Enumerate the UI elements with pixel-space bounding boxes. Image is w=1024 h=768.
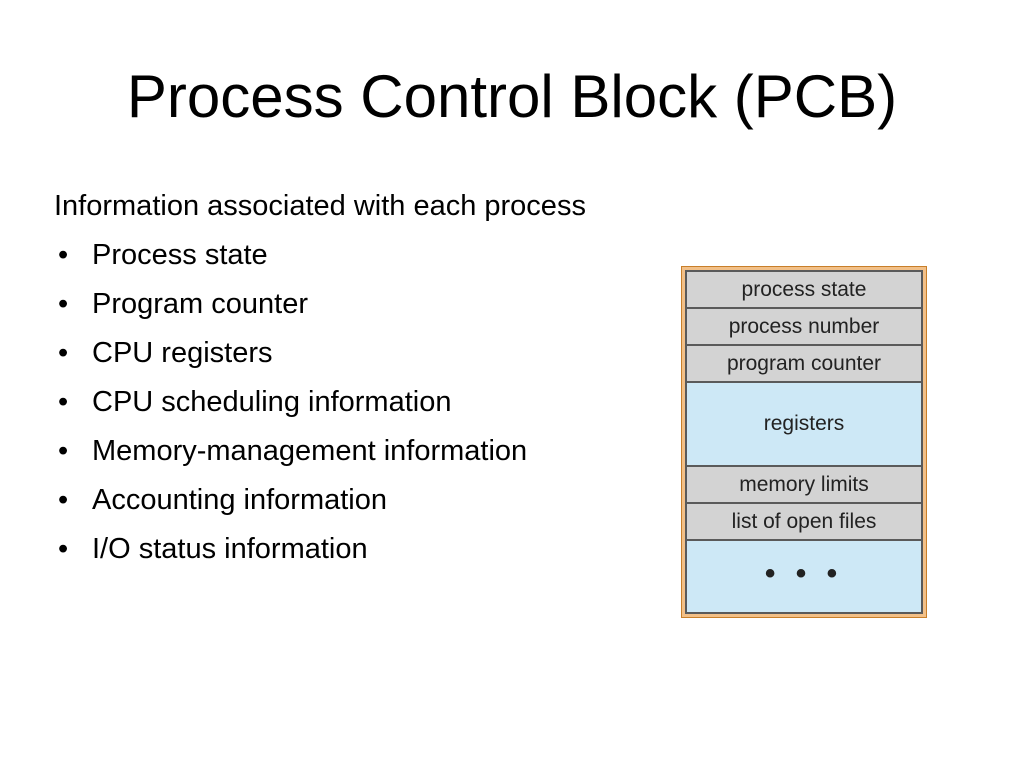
- bullet-icon: •: [58, 386, 69, 418]
- bullet-icon: •: [58, 337, 69, 369]
- bullet-text: CPU registers: [92, 337, 273, 369]
- pcb-field-process-state: process state: [687, 272, 921, 309]
- bullet-item-program-counter: • Program counter: [54, 286, 527, 335]
- bullet-list: • Process state • Program counter • CPU reg…: [54, 237, 527, 580]
- bullet-icon: •: [58, 533, 69, 565]
- pcb-stack: process state process number program cou…: [685, 270, 923, 614]
- pcb-field-memory-limits: memory limits: [687, 467, 921, 504]
- bullet-icon: •: [58, 239, 69, 271]
- intro-text: Information associated with each process: [54, 190, 586, 222]
- bullet-text: Program counter: [92, 288, 308, 320]
- bullet-icon: •: [58, 435, 69, 467]
- bullet-item-process-state: • Process state: [54, 237, 527, 286]
- pcb-diagram: process state process number program cou…: [681, 266, 927, 618]
- pcb-field-ellipsis: • • •: [687, 541, 921, 612]
- slide-title: Process Control Block (PCB): [126, 63, 898, 130]
- bullet-icon: •: [58, 484, 69, 516]
- pcb-field-open-files: list of open files: [687, 504, 921, 541]
- bullet-item-cpu-scheduling: • CPU scheduling information: [54, 384, 527, 433]
- bullet-text: Memory-management information: [92, 435, 528, 467]
- bullet-text: I/O status information: [92, 533, 368, 565]
- bullet-text: Accounting information: [92, 484, 387, 516]
- bullet-icon: •: [58, 288, 69, 320]
- pcb-field-program-counter: program counter: [687, 346, 921, 383]
- bullet-text: Process state: [92, 239, 268, 271]
- pcb-field-registers: registers: [687, 383, 921, 467]
- pcb-field-process-number: process number: [687, 309, 921, 346]
- bullet-item-cpu-registers: • CPU registers: [54, 335, 527, 384]
- bullet-item-accounting: • Accounting information: [54, 482, 527, 531]
- bullet-text: CPU scheduling information: [92, 386, 452, 418]
- bullet-item-io-status: • I/O status information: [54, 531, 527, 580]
- bullet-item-memory-management: • Memory-management information: [54, 433, 527, 482]
